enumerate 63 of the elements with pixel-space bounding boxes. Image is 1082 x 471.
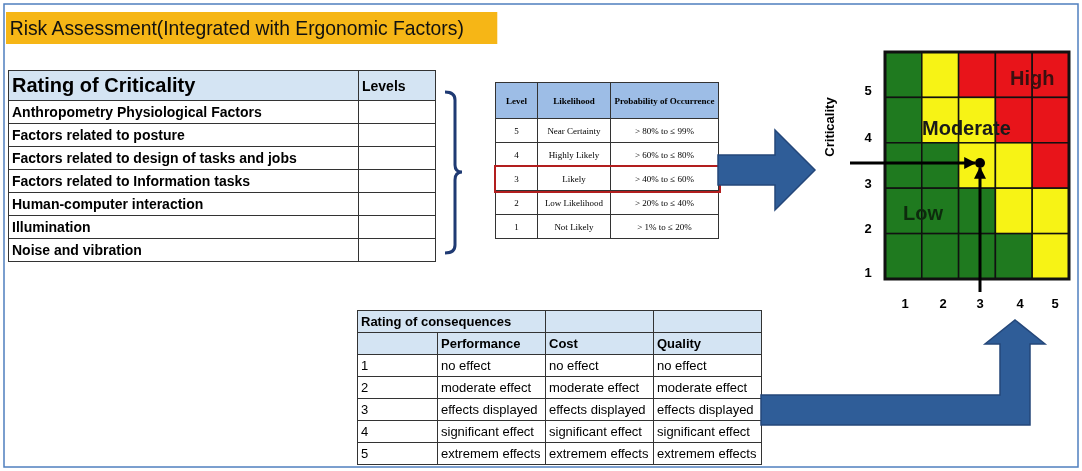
table-cell: 1 (495, 214, 538, 239)
table-cell: 5 (357, 442, 438, 465)
table-cell: Low Likelihood (537, 190, 611, 215)
block-arrow (760, 319, 1048, 426)
tick-label: 2 (864, 220, 872, 236)
table-cell: 5 (495, 118, 538, 143)
tick-label: 4 (1016, 295, 1024, 311)
table-cell: moderate effect (653, 376, 762, 399)
table-cell: significant effect (437, 420, 546, 443)
table-cell: Near Certainty (537, 118, 611, 143)
axis-label: Criticality (821, 97, 837, 157)
consequences-table (357, 310, 761, 465)
column-header: Rating of consequences (357, 310, 546, 333)
table-cell: moderate effect (437, 376, 546, 399)
column-header: Level (495, 82, 538, 119)
table-cell: significant effect (545, 420, 654, 443)
table-cell: 1 (357, 354, 438, 377)
table-cell: extremem effects (437, 442, 546, 465)
tick-label: 1 (864, 264, 872, 280)
table-cell: 4 (495, 142, 538, 167)
block-arrow (717, 128, 817, 212)
table-cell: 3 (357, 398, 438, 421)
table-cell: Noise and vibration (8, 238, 359, 262)
table-cell: Factors related to design of tasks and jobs (8, 146, 359, 170)
table-cell: no effect (437, 354, 546, 377)
table-cell: > 1% to ≤ 20% (610, 214, 719, 239)
dot-marker (975, 158, 985, 168)
likelihood-table (495, 82, 718, 239)
column-header: Levels (358, 70, 436, 101)
table-cell: Factors related to posture (8, 123, 359, 147)
criticality-table (8, 70, 435, 262)
table-cell: Factors related to Information tasks (8, 169, 359, 193)
table-cell: effects displayed (437, 398, 546, 421)
column-header: Likelihood (537, 82, 611, 119)
table-cell: Human-computer interaction (8, 192, 359, 216)
tick-label: 3 (864, 175, 872, 191)
column-header: Probability of Occurrence (610, 82, 719, 119)
table-cell: Not Likely (537, 214, 611, 239)
tick-label: 1 (901, 295, 909, 311)
table-cell: moderate effect (545, 376, 654, 399)
table-cell: Anthropometry Physiological Factors (8, 100, 359, 124)
table-cell: effects displayed (545, 398, 654, 421)
tick-label: 5 (864, 82, 872, 98)
table-cell: extremem effects (545, 442, 654, 465)
tick-label: 5 (1051, 295, 1059, 311)
table-cell: Illumination (8, 215, 359, 239)
tick-label: 3 (976, 295, 984, 311)
tick-label: 2 (939, 295, 947, 311)
table-cell: 3 (495, 166, 538, 191)
arrow (850, 157, 977, 169)
table-cell: extremem effects (653, 442, 762, 465)
arrow (974, 166, 986, 292)
table-cell: no effect (545, 354, 654, 377)
table-cell: 2 (357, 376, 438, 399)
title-banner: Risk Assessment(Integrated with Ergonomic Factors) (6, 12, 498, 44)
table-cell: > 80% to ≤ 99% (610, 118, 719, 143)
table-cell: 2 (495, 190, 538, 215)
table-cell: no effect (653, 354, 762, 377)
table-cell: > 20% to ≤ 40% (610, 190, 719, 215)
table-cell: Likely (537, 166, 611, 191)
column-header: Rating of Criticality (8, 70, 359, 101)
table-cell: 4 (357, 420, 438, 443)
tick-label: 4 (864, 129, 872, 145)
